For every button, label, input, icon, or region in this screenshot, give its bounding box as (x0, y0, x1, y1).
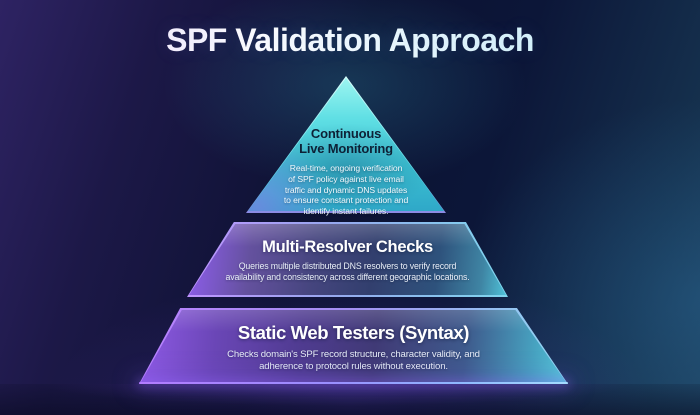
tier-1-content: Continuous Live Monitoring Real-time, on… (246, 126, 446, 217)
pyramid-tier-continuous-live-monitoring: Continuous Live Monitoring Real-time, on… (246, 76, 446, 216)
tier-3-description-line: Checks domain's SPF record structure, ch… (227, 349, 480, 360)
tier-2-heading: Multi-Resolver Checks (262, 238, 433, 256)
floor-shadow (0, 384, 700, 415)
tier-1-description-line: to ensure constant protection and (283, 195, 409, 206)
tier-2-trapezoid-shape (187, 222, 508, 297)
page-title: SPF Validation Approach (0, 22, 700, 59)
tier-1-description: Real-time, ongoing verification of SPF p… (246, 163, 446, 217)
pyramid-base-glow (139, 382, 568, 384)
tier-2-content: Multi-Resolver Checks Queries multiple d… (187, 237, 508, 284)
tier-1-description-line: identify instant failures. (303, 206, 389, 217)
tier-1-heading-line-1: Continuous (310, 126, 382, 141)
tier-3-content: Static Web Testers (Syntax) Checks domai… (139, 322, 568, 374)
tier-2-description-line: Queries multiple distributed DNS resolve… (238, 261, 457, 271)
tier-1-heading: Continuous Live Monitoring (246, 126, 446, 156)
tier-2-description: Queries multiple distributed DNS resolve… (187, 261, 508, 284)
pyramid-tier-multi-resolver-checks: Multi-Resolver Checks Queries multiple d… (187, 222, 508, 297)
pyramid-tier-static-web-testers: Static Web Testers (Syntax) Checks domai… (139, 308, 568, 384)
tier-1-description-line: traffic and dynamic DNS updates (284, 184, 408, 195)
tier-3-trapezoid-shape (139, 308, 568, 384)
tier-3-trapezoid-fill (141, 310, 566, 382)
tier-3-description-line: adherence to protocol rules without exec… (259, 361, 448, 373)
tier-3-heading: Static Web Testers (Syntax) (237, 322, 470, 343)
tier-2-description-line: availability and consistency across diff… (225, 272, 470, 283)
tier-2-trapezoid-fill (189, 224, 506, 295)
tier-1-heading-line-2: Live Monitoring (299, 141, 393, 156)
tier-1-description-line: Real-time, ongoing verification (289, 163, 403, 173)
tier-1-description-line: of SPF policy against live email (288, 173, 404, 184)
tier-3-description: Checks domain's SPF record structure, ch… (139, 349, 568, 374)
